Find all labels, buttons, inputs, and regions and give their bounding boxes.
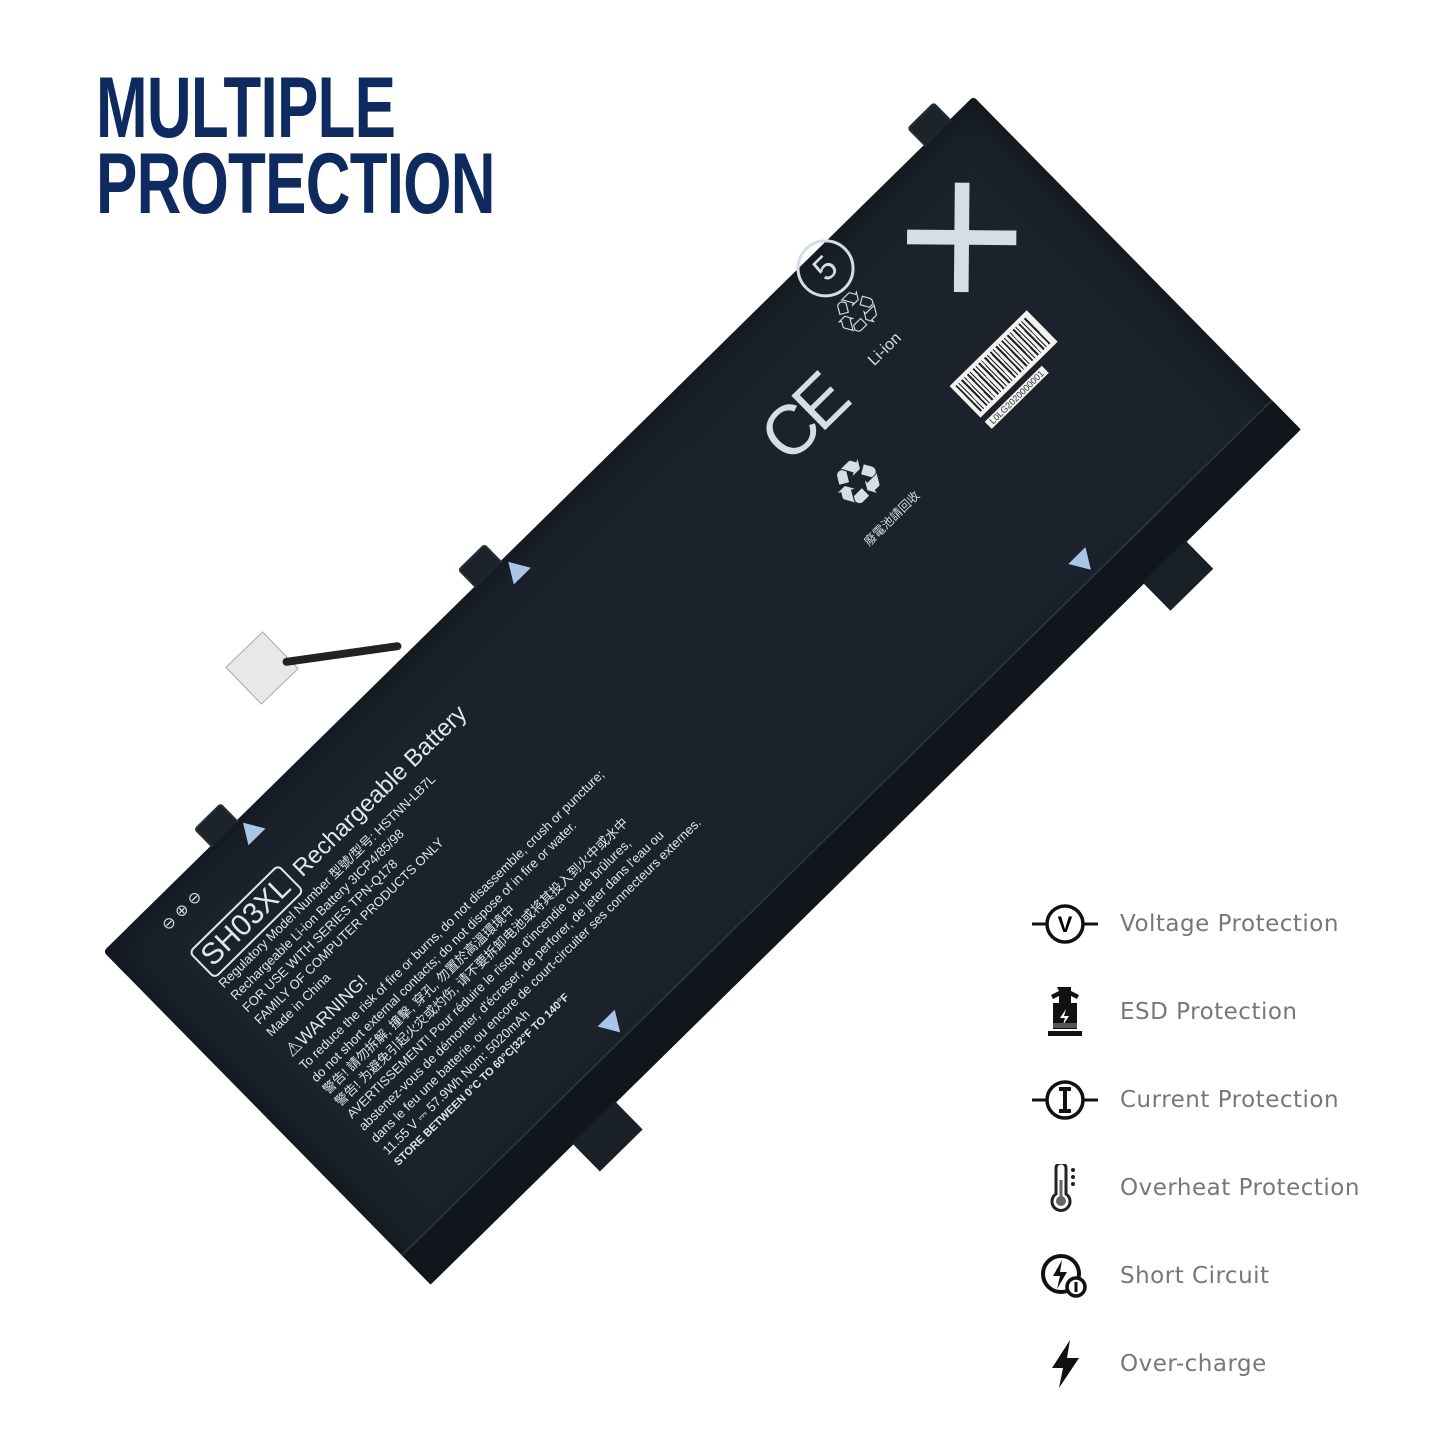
voltage-icon: V: [1030, 899, 1100, 949]
esd-icon: [1030, 987, 1100, 1037]
terminal-labels: ⊖ ⊕ ⊖: [158, 887, 206, 935]
feature-item: V Voltage Protection: [1030, 880, 1360, 968]
battery-label: SH03XL Rechargeable Battery Regulatory M…: [188, 632, 728, 1170]
svg-text:V: V: [1058, 912, 1073, 937]
feature-item: Short Circuit: [1030, 1232, 1360, 1320]
crossed-bin-icon: ✕: [859, 135, 1068, 344]
battery-connector: [225, 631, 299, 705]
feature-label: ESD Protection: [1120, 999, 1298, 1025]
feature-label: Over-charge: [1120, 1351, 1267, 1377]
page-title: MULTIPLE PROTECTION: [96, 60, 495, 232]
title-line-1: MULTIPLE: [96, 60, 396, 156]
feature-item: Overheat Protection: [1030, 1144, 1360, 1232]
feature-label: Voltage Protection: [1120, 911, 1339, 937]
title-line-2: PROTECTION: [96, 136, 495, 232]
current-icon: [1030, 1075, 1100, 1125]
feature-label: Current Protection: [1120, 1087, 1340, 1113]
mount-tab: [457, 543, 503, 589]
feature-item: Current Protection: [1030, 1056, 1360, 1144]
short-circuit-icon: [1030, 1251, 1100, 1301]
feature-item: Over-charge: [1030, 1320, 1360, 1408]
battery-cable: [282, 641, 402, 667]
thermometer-icon: [1030, 1163, 1100, 1213]
arrow-marker-icon: [499, 553, 531, 585]
feature-item: ESD Protection: [1030, 968, 1360, 1056]
feature-label: Overheat Protection: [1120, 1175, 1360, 1201]
feature-label: Short Circuit: [1120, 1263, 1270, 1289]
lightning-icon: [1030, 1339, 1100, 1389]
mount-tab: [193, 802, 239, 848]
feature-list: V Voltage Protection ESD Protection Curr…: [1030, 880, 1360, 1408]
arrow-marker-icon: [234, 814, 266, 846]
